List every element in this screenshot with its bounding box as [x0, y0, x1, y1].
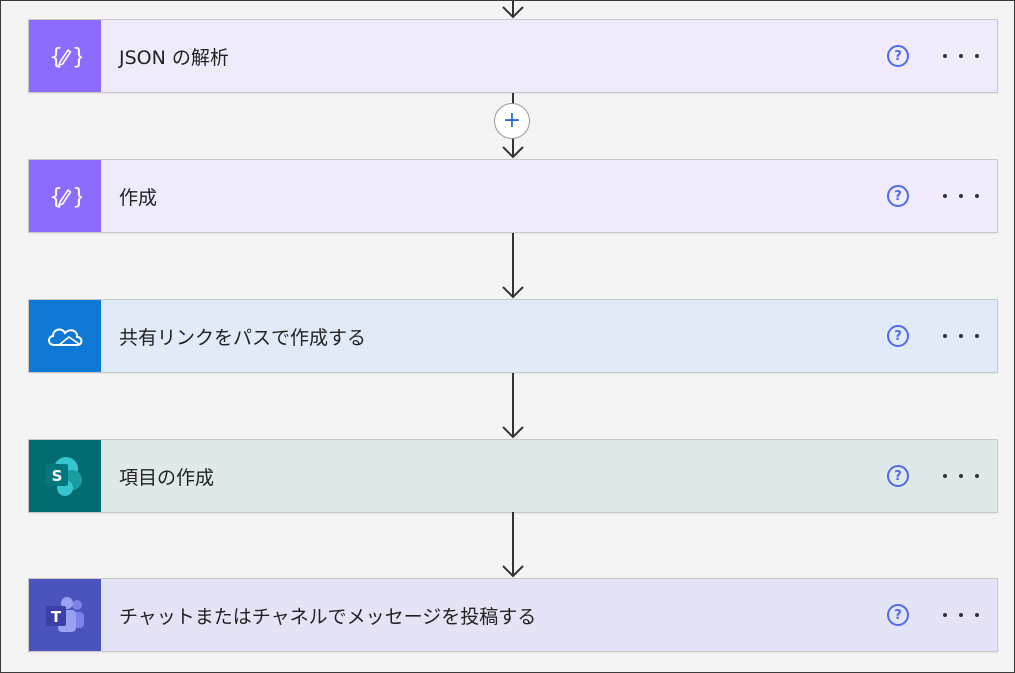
action-title: 共有リンクをパスで作成する [119, 326, 367, 349]
connector-arrow [502, 512, 524, 578]
connector-arrow [502, 1, 524, 19]
connector-arrow [502, 373, 524, 439]
action-card-post-message[interactable]: T チャットまたはチャネルでメッセージを投稿する ? [28, 578, 998, 652]
help-icon[interactable]: ? [887, 465, 909, 487]
action-title: 項目の作成 [119, 466, 215, 489]
add-step-button[interactable]: + [494, 103, 530, 139]
action-card-create-share-link[interactable]: 共有リンクをパスで作成する ? [28, 299, 998, 373]
svg-text:S: S [52, 467, 63, 485]
onedrive-icon [29, 300, 101, 372]
svg-text:}: } [72, 45, 82, 70]
svg-text:{: { [49, 185, 63, 210]
sharepoint-icon: S [29, 440, 101, 512]
action-title: 作成 [119, 186, 158, 209]
action-card-create-item[interactable]: S 項目の作成 ? [28, 439, 998, 513]
svg-text:{: { [49, 45, 63, 70]
action-card-compose[interactable]: { } 作成 ? [28, 159, 998, 233]
more-options-icon[interactable] [943, 465, 979, 487]
help-icon[interactable]: ? [887, 604, 909, 626]
action-card-parse-json[interactable]: { } JSON の解析 ? [28, 19, 998, 93]
more-options-icon[interactable] [943, 325, 979, 347]
more-options-icon[interactable] [943, 45, 979, 67]
svg-text:}: } [72, 185, 82, 210]
help-icon[interactable]: ? [887, 325, 909, 347]
more-options-icon[interactable] [943, 185, 979, 207]
help-icon[interactable]: ? [887, 45, 909, 67]
connector-arrow [502, 233, 524, 299]
data-operation-icon: { } [29, 20, 101, 92]
data-operation-icon: { } [29, 160, 101, 232]
action-title: JSON の解析 [119, 46, 229, 69]
more-options-icon[interactable] [943, 604, 979, 626]
svg-text:T: T [51, 608, 62, 626]
teams-icon: T [29, 579, 101, 651]
help-icon[interactable]: ? [887, 185, 909, 207]
action-title: チャットまたはチャネルでメッセージを投稿する [119, 605, 537, 628]
